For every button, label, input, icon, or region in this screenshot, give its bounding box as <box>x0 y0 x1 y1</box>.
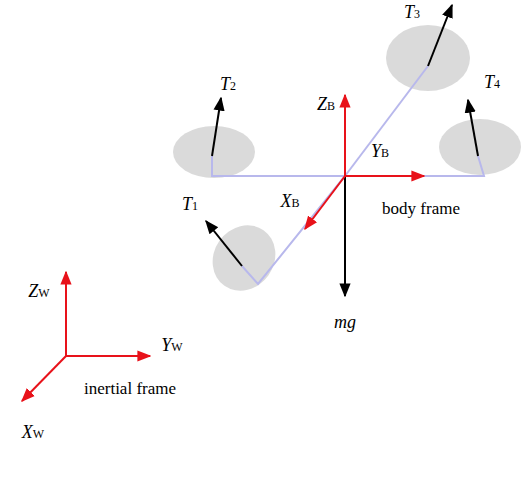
rotor-disc <box>200 213 288 303</box>
thrust-arrow <box>468 100 478 156</box>
frame-label: inertial frame <box>84 380 176 397</box>
body-axis <box>344 95 346 176</box>
inertial-axis <box>65 272 67 356</box>
inertial-axis <box>22 356 66 401</box>
axis-label: YW <box>161 336 182 354</box>
drone-arm <box>212 66 484 284</box>
rotor-disc <box>386 25 470 91</box>
thrust-label: T3 <box>404 3 420 21</box>
thrust-label: T4 <box>484 73 500 91</box>
body-axis <box>305 176 345 229</box>
drone-arm <box>345 156 484 176</box>
axis-label: XW <box>22 423 44 441</box>
axis-label: ZB <box>317 95 335 113</box>
frame-label: body frame <box>382 200 460 217</box>
drone-arm <box>345 66 428 176</box>
body-axis <box>345 175 424 177</box>
axis-label: YB <box>371 142 389 160</box>
thrust-label: T1 <box>182 195 198 213</box>
rotor-disc <box>173 25 521 303</box>
drone-arm <box>212 156 345 176</box>
drone-arm <box>242 176 345 284</box>
axis-label: XB <box>280 192 299 210</box>
thrust-arrow <box>206 5 478 296</box>
axis-label: ZW <box>28 282 49 300</box>
force-label: mg <box>334 313 356 331</box>
thrust-arrow <box>428 5 452 66</box>
thrust-arrow <box>206 221 242 266</box>
thrust-arrow <box>212 98 221 156</box>
thrust-label: T2 <box>220 75 236 93</box>
inertial-axis <box>66 355 150 357</box>
rotor-disc <box>173 126 255 178</box>
rotor-disc <box>439 119 521 175</box>
gravity-arrow <box>344 176 346 296</box>
